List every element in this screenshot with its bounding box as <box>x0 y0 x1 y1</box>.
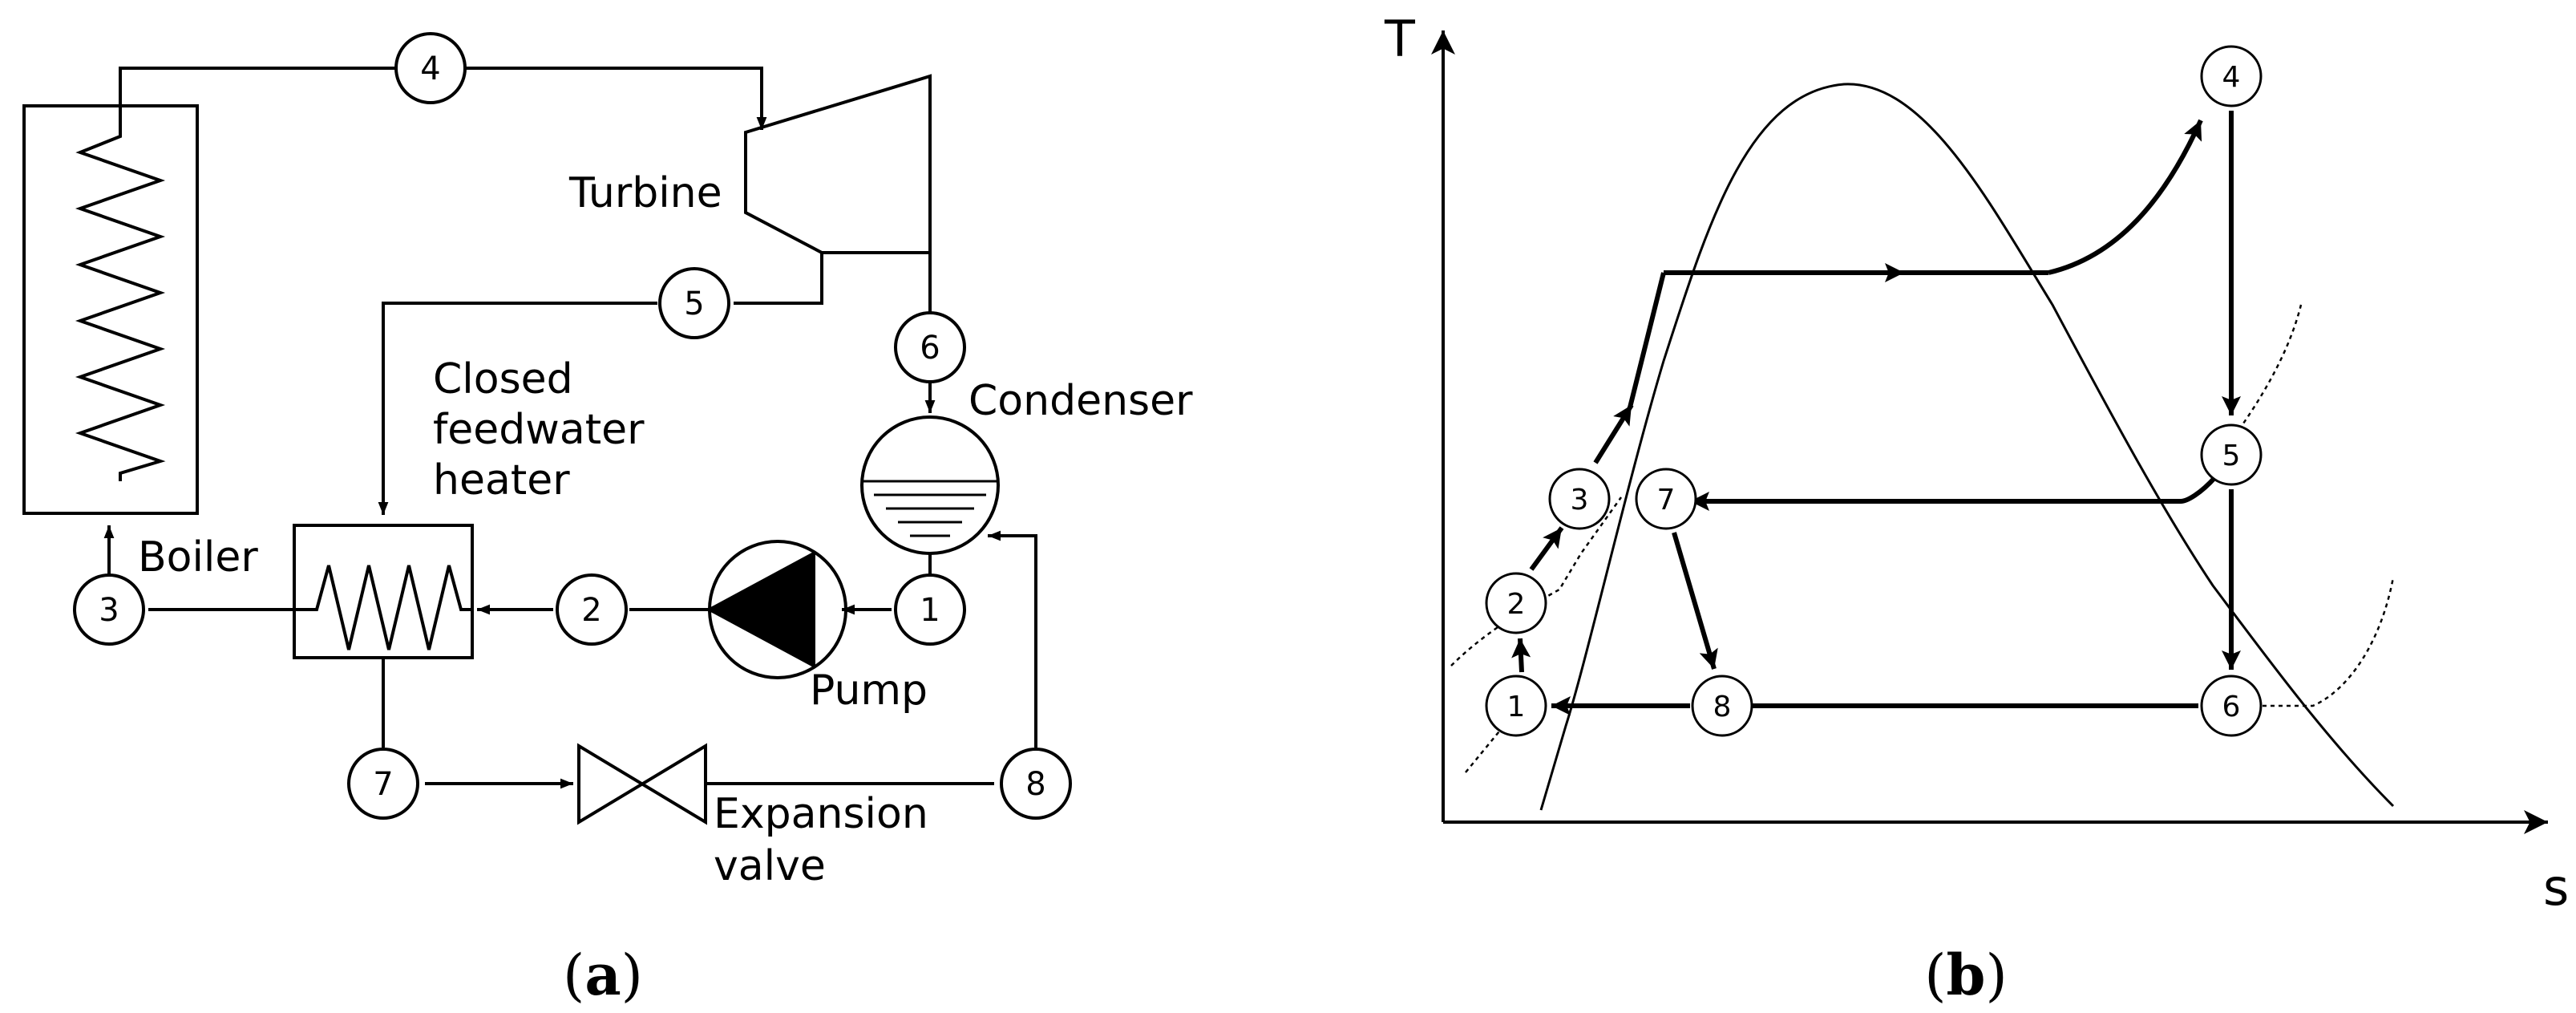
state-b-5: 5 <box>2200 423 2263 486</box>
panel-a-state-markers: 1 2 3 4 5 6 7 8 <box>73 32 1072 820</box>
process-5-7 <box>1690 475 2218 511</box>
state-b-1: 1 <box>1485 675 1547 737</box>
state-a-7-label: 7 <box>373 766 393 803</box>
label-valve-line2: valve <box>714 842 826 890</box>
saturation-dome <box>1539 83 2395 811</box>
state-b-4: 4 <box>2200 45 2263 107</box>
x-axis-label: s <box>2543 858 2569 917</box>
state-b-7-label: 7 <box>1657 484 1676 517</box>
state-a-8: 8 <box>1000 748 1072 820</box>
state-b-2: 2 <box>1485 572 1547 634</box>
panel-b-ts-diagram: T s <box>1384 10 2569 917</box>
label-heater-line3: heater <box>433 456 570 504</box>
process-superheat-to-4 <box>2048 119 2203 275</box>
state-b-3: 3 <box>1548 468 1611 530</box>
heater-coil <box>294 565 472 650</box>
label-condenser: Condenser <box>969 377 1193 425</box>
caption-b: (b) <box>1924 942 2008 1008</box>
isobar-dotted-left-mid <box>1450 496 1623 667</box>
state-b-6: 6 <box>2200 675 2263 737</box>
turbine-shape <box>744 74 932 254</box>
state-a-3: 3 <box>73 573 145 646</box>
state-b-3-label: 3 <box>1571 484 1589 517</box>
state-b-1-label: 1 <box>1507 691 1526 723</box>
state-a-3-label: 3 <box>99 592 119 629</box>
state-b-2-label: 2 <box>1507 588 1526 621</box>
state-a-7: 7 <box>347 748 419 820</box>
line-5 <box>734 253 823 305</box>
expansion-valve-shape <box>577 743 707 825</box>
state-a-2: 2 <box>556 573 628 646</box>
state-a-5: 5 <box>658 267 730 339</box>
line-8-to-condenser <box>988 530 1037 748</box>
label-pump: Pump <box>810 667 928 715</box>
label-heater-line1: Closed <box>433 355 573 403</box>
line-5-to-heater <box>378 302 657 515</box>
label-valve-line1: Expansion <box>714 790 928 838</box>
state-a-2-label: 2 <box>581 592 601 629</box>
state-a-4-label: 4 <box>420 51 440 87</box>
state-b-8-label: 8 <box>1713 691 1732 723</box>
process-2-3 <box>1529 526 1564 571</box>
pump-triangle <box>706 550 815 669</box>
isobar-dotted-right-high <box>2223 304 2303 450</box>
line-4-to-turbine <box>465 67 767 130</box>
state-b-4-label: 4 <box>2222 61 2241 94</box>
label-heater-line2: feedwater <box>433 406 645 454</box>
state-a-6: 6 <box>894 311 966 383</box>
state-a-5-label: 5 <box>684 286 704 322</box>
state-b-7: 7 <box>1635 468 1697 530</box>
state-b-8: 8 <box>1691 675 1753 737</box>
boiler-box <box>22 104 199 515</box>
state-a-8-label: 8 <box>1025 766 1045 803</box>
state-a-1-label: 1 <box>920 592 940 629</box>
process-3-heating <box>1593 403 1634 464</box>
panel-b-state-markers: 1 2 3 4 5 6 7 <box>1485 45 2263 737</box>
caption-a: (a) <box>563 942 643 1008</box>
state-a-6-label: 6 <box>920 330 940 367</box>
line-4 <box>119 67 397 74</box>
state-b-5-label: 5 <box>2222 440 2241 472</box>
panel-a-labels: Turbine Boiler Condenser Pump Closed fee… <box>138 169 1193 890</box>
isobar-dotted-right-low <box>2263 577 2395 707</box>
state-a-4: 4 <box>394 32 467 104</box>
state-b-6-label: 6 <box>2222 691 2241 723</box>
label-boiler: Boiler <box>138 533 258 581</box>
panel-a-schematic <box>22 67 1037 825</box>
boiler-coil <box>75 74 166 481</box>
process-7-8 <box>1672 532 1718 670</box>
label-turbine: Turbine <box>568 169 722 217</box>
y-axis-label: T <box>1384 10 1416 68</box>
condenser-shape <box>860 415 1000 555</box>
process-1-2 <box>1511 638 1531 673</box>
state-a-1: 1 <box>894 573 966 646</box>
